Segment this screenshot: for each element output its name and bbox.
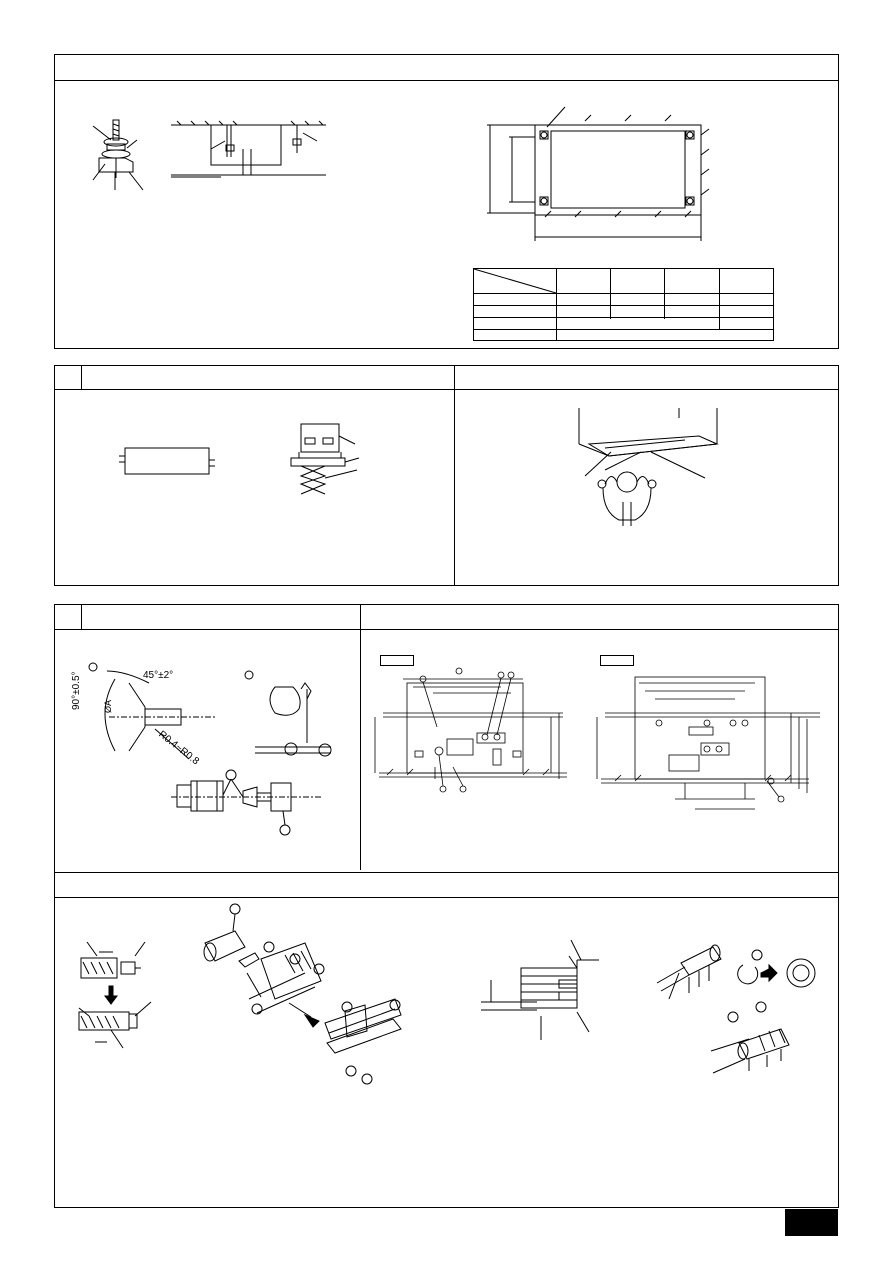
flare-diameter-label: ØA bbox=[103, 699, 113, 713]
section-ceiling-opening bbox=[54, 54, 839, 349]
section-flaring-and-piping: 45°±2° 90°±0.5° ØA R0.4~R0.8 bbox=[54, 604, 839, 1208]
section-unit-handling bbox=[54, 365, 839, 586]
unit-box-figure bbox=[119, 447, 215, 475]
spanner-figure bbox=[244, 670, 332, 757]
unit-drawing-right bbox=[596, 676, 820, 810]
subsection-header bbox=[55, 872, 838, 898]
flare-figure bbox=[88, 662, 215, 760]
lifting-figure bbox=[578, 408, 719, 526]
section-header bbox=[55, 605, 838, 630]
hanging-bolt-figure bbox=[92, 119, 144, 191]
dimension-table bbox=[473, 268, 774, 341]
section-divider bbox=[360, 605, 361, 870]
unit-drawing-left bbox=[374, 667, 567, 793]
section-divider bbox=[454, 366, 455, 585]
insulation-figure bbox=[203, 903, 402, 1085]
mounting-frame-figure bbox=[487, 106, 710, 241]
flare-nut-figure bbox=[171, 769, 321, 836]
flare-angle-label: 45°±2° bbox=[143, 670, 174, 681]
support-figure bbox=[290, 423, 360, 495]
flare-cone-label: 90°±0.5° bbox=[71, 671, 82, 710]
section-index-tab bbox=[55, 366, 82, 390]
ceiling-section-figure bbox=[171, 120, 326, 178]
section-index-tab bbox=[55, 605, 82, 630]
clamp-ring-figure bbox=[656, 944, 816, 1074]
wall-penetration-figure bbox=[481, 939, 599, 1040]
tape-wrap-figure bbox=[78, 941, 152, 1049]
page-number-box bbox=[785, 1209, 838, 1236]
drawing-label-right bbox=[600, 655, 634, 666]
section-header bbox=[55, 55, 838, 81]
drawing-label-left bbox=[380, 655, 414, 666]
section-header bbox=[55, 366, 838, 390]
